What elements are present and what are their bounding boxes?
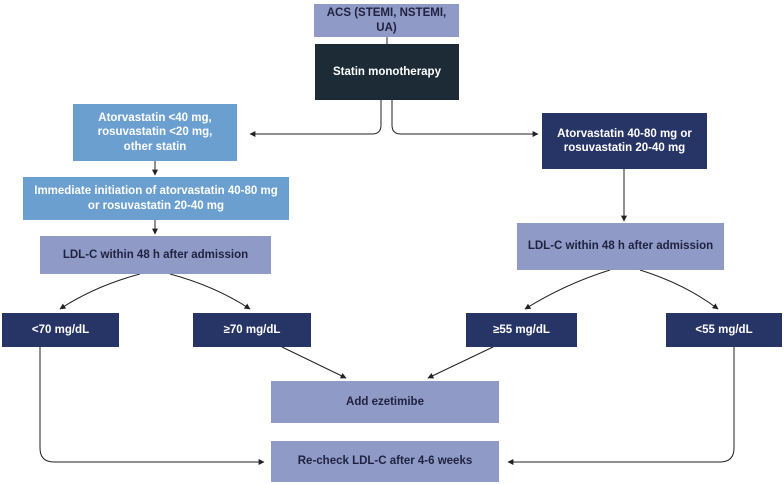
immediate-initiation-box: Immediate initiation of atorvastatin 40-… [23, 177, 289, 220]
arrow-ge55-to-ezetimibe [427, 346, 494, 379]
arrow-ldl-right-to-lt55 [639, 269, 719, 310]
recheck-ldl-box: Re-check LDL-C after 4-6 weeks [271, 441, 499, 482]
high-dose-statin-box: Atorvastatin 40-80 mg or rosuvastatin 20… [542, 113, 707, 169]
arrow-ldl-left-to-ge70 [169, 273, 251, 310]
add-ezetimibe-box: Add ezetimibe [271, 381, 499, 423]
arrow-lt55-to-recheck [507, 347, 735, 465]
ldl-check-left-box: LDL-C within 48 h after admission [40, 236, 271, 274]
ge70-box: ≥70 mg/dL [193, 313, 311, 347]
statin-monotherapy-box: Statin monotherapy [315, 44, 459, 100]
arrow-lt70-to-recheck [39, 347, 265, 465]
low-dose-statin-box: Atorvastatin <40 mg, rosuvastatin <20 mg… [73, 104, 237, 161]
arrow-statin-to-low-dose [249, 100, 382, 137]
arrow-ldl-right-to-ge55 [524, 269, 611, 310]
ge55-box: ≥55 mg/dL [466, 313, 577, 347]
lt55-box: <55 mg/dL [666, 313, 782, 347]
arrow-ldl-left-to-lt70 [59, 273, 141, 310]
lt70-box: <70 mg/dL [2, 313, 119, 347]
arrow-ge70-to-ezetimibe [281, 346, 347, 379]
ldl-check-right-box: LDL-C within 48 h after admission [517, 223, 724, 270]
arrow-statin-to-high-dose [391, 100, 539, 137]
acs-box: ACS (STEMI, NSTEMI, UA) [314, 4, 459, 37]
